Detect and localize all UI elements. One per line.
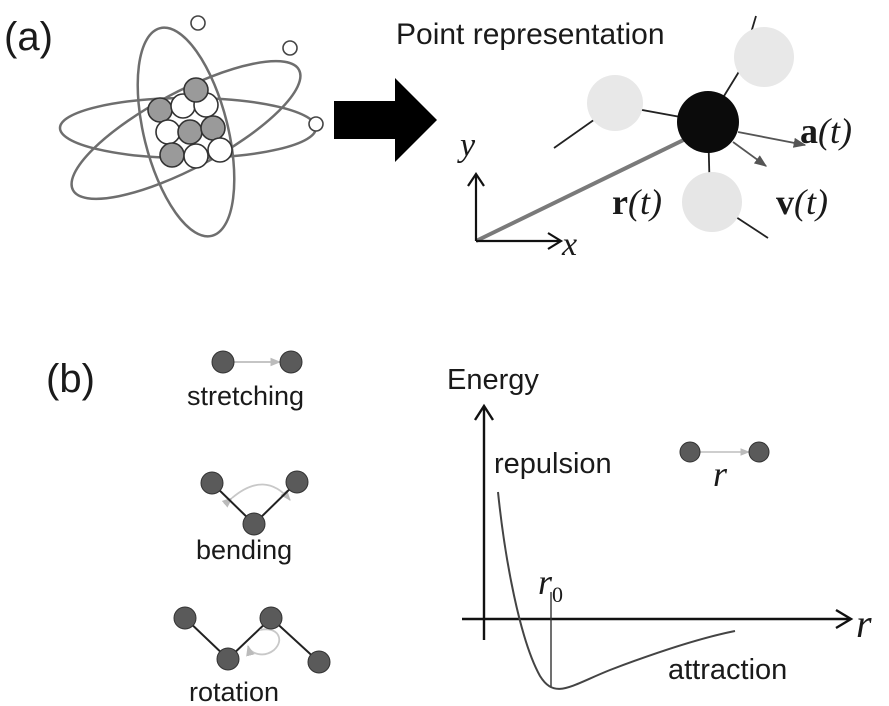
atom-model [58, 15, 324, 238]
transform-arrow [334, 78, 437, 162]
panel-b-label: (b) [46, 357, 95, 401]
repulsion-label: repulsion [494, 448, 612, 480]
neighbor-atom-top [734, 27, 794, 87]
energy-plot [462, 403, 854, 690]
bending-mode [200, 470, 309, 536]
atom-pair-inset [679, 441, 770, 463]
y-axis-label: y [457, 127, 476, 164]
acceleration-arrow [737, 131, 807, 148]
electrons [190, 15, 324, 132]
attraction-label: attraction [668, 654, 787, 686]
acceleration-vector-label: a(t) [800, 111, 852, 151]
neighbor-atom-left [587, 75, 643, 131]
pair-distance-label: r [713, 454, 728, 494]
position-vector [475, 128, 705, 243]
point-representation-title: Point representation [396, 18, 665, 51]
energy-axis-label: Energy [447, 364, 539, 396]
rotation-label: rotation [189, 677, 279, 706]
x-axis-label: x [561, 226, 577, 263]
velocity-vector-label: v(t) [776, 182, 828, 222]
bending-label: bending [196, 535, 292, 565]
rotation-mode [173, 606, 331, 674]
stretching-label: stretching [187, 381, 304, 411]
nucleus [147, 77, 233, 169]
r-axis-label: r [856, 601, 872, 646]
panel-a-label: (a) [4, 15, 53, 59]
xy-axes [467, 172, 564, 250]
r0-label: r0 [538, 562, 563, 607]
energy-axes [462, 403, 854, 640]
central-atom [677, 91, 739, 153]
velocity-arrow [732, 141, 768, 167]
potential-curve [497, 491, 736, 690]
point-representation [467, 15, 807, 250]
neighbor-atom-bottom [682, 172, 742, 232]
position-vector-label: r(t) [612, 182, 662, 222]
orbit-vertical [136, 26, 236, 238]
stretching-mode [211, 350, 303, 374]
